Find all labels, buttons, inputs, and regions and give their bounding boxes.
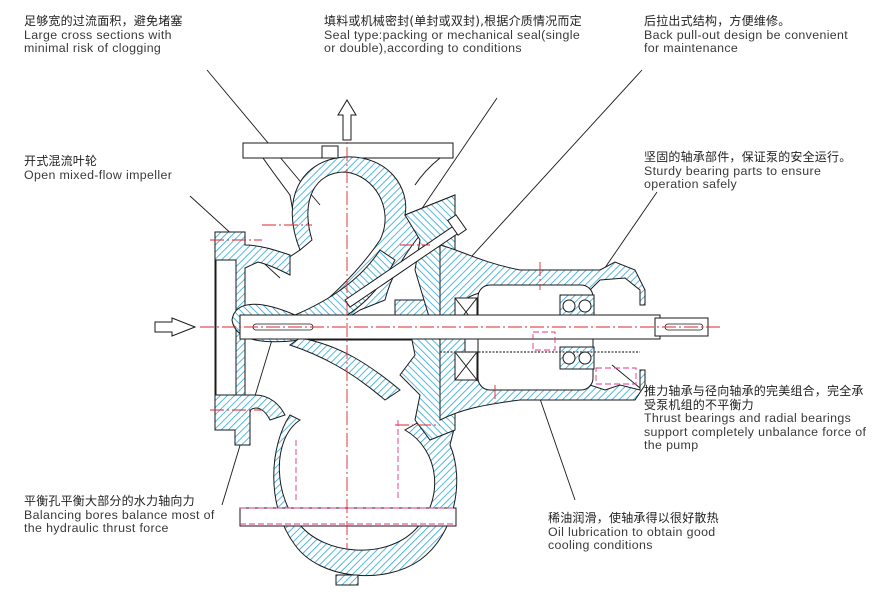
callout-en-line: cooling conditions (548, 538, 653, 552)
callout-zh: 稀油润滑，使轴承得以很好散热 (548, 511, 719, 525)
drain-plug (335, 574, 359, 586)
callout-zh: 足够宽的过流面积，避免堵塞 (24, 14, 183, 28)
callout-en-line: operation safely (644, 177, 738, 191)
inlet-arrow-icon (154, 317, 197, 337)
hidden-lines (240, 331, 637, 525)
callout-oil-lubrication: 稀油润滑，使轴承得以很好散热 Oil lubrication to obtain… (548, 511, 719, 553)
callout-en-line: Open mixed-flow impeller (24, 167, 173, 182)
callout-en-line: Oil lubrication to obtain good (548, 524, 716, 539)
centerlines (200, 125, 720, 550)
callout-seal-type: 填料或机械密封(单封或双封),根据介质情况而定 Seal type:packin… (324, 14, 582, 56)
callout-en-line: Back pull-out design be convenient (644, 27, 849, 42)
outlet-arrow-icon (337, 99, 357, 141)
base-plate (239, 507, 457, 527)
callout-zh: 后拉出式结构，方便维修。 (644, 14, 791, 28)
callout-en-line: Thrust bearings and radial bearings (644, 411, 852, 425)
callout-en-line: for maintenance (644, 41, 739, 55)
leader-back-pull-out (449, 69, 643, 281)
callout-zh: 受泵机组的不平衡力 (644, 397, 754, 412)
thrust-bearing-pair (559, 294, 595, 370)
callout-zh: 推力轴承与径向轴承的完美组合，完全承 (644, 384, 864, 398)
callout-zh: 坚固的轴承部件，保证泵的安全运行。 (644, 150, 852, 164)
callout-en-line: the hydraulic thrust force (24, 521, 169, 535)
callout-en-line: minimal risk of clogging (24, 41, 162, 55)
callout-zh: 平衡孔平衡大部分的水力轴向力 (24, 494, 195, 508)
callout-en-line: the pump (644, 438, 699, 452)
callout-zh: 开式混流叶轮 (24, 154, 98, 168)
callout-back-pull-out: 后拉出式结构，方便维修。 Back pull-out design be con… (644, 14, 849, 56)
callout-en-line: or double),according to conditions (324, 41, 522, 55)
inlet-casing-lower (214, 394, 286, 446)
callout-balancing-bores: 平衡孔平衡大部分的水力轴向力 Balancing bores balance m… (24, 494, 215, 536)
balance-pipe (344, 214, 467, 308)
radial-bearing (454, 297, 478, 381)
callout-bearing-parts: 坚固的轴承部件，保证泵的安全运行。 Sturdy bearing parts t… (644, 150, 852, 192)
callout-en-line: Seal type:packing or mechanical seal(sin… (324, 27, 581, 42)
callout-thrust-bearings: 推力轴承与径向轴承的完美组合，完全承 受泵机组的不平衡力 Thrust bear… (644, 384, 867, 453)
callout-zh: 填料或机械密封(单封或双封),根据介质情况而定 (324, 14, 582, 28)
callout-en-line: Balancing bores balance most of (24, 507, 215, 522)
callout-en-line: Sturdy bearing parts to ensure (644, 163, 822, 178)
callout-en-line: support completely unbalance force of (644, 424, 867, 439)
impeller-lower (288, 337, 401, 401)
callout-cross-sections: 足够宽的过流面积，避免堵塞 Large cross sections with … (24, 14, 183, 56)
callout-en-line: Large cross sections with (24, 27, 172, 42)
outlet-flange (242, 142, 454, 261)
vent-plug (321, 145, 339, 159)
leader-bearing-parts (599, 191, 658, 276)
callout-impeller: 开式混流叶轮 Open mixed-flow impeller (24, 154, 173, 182)
